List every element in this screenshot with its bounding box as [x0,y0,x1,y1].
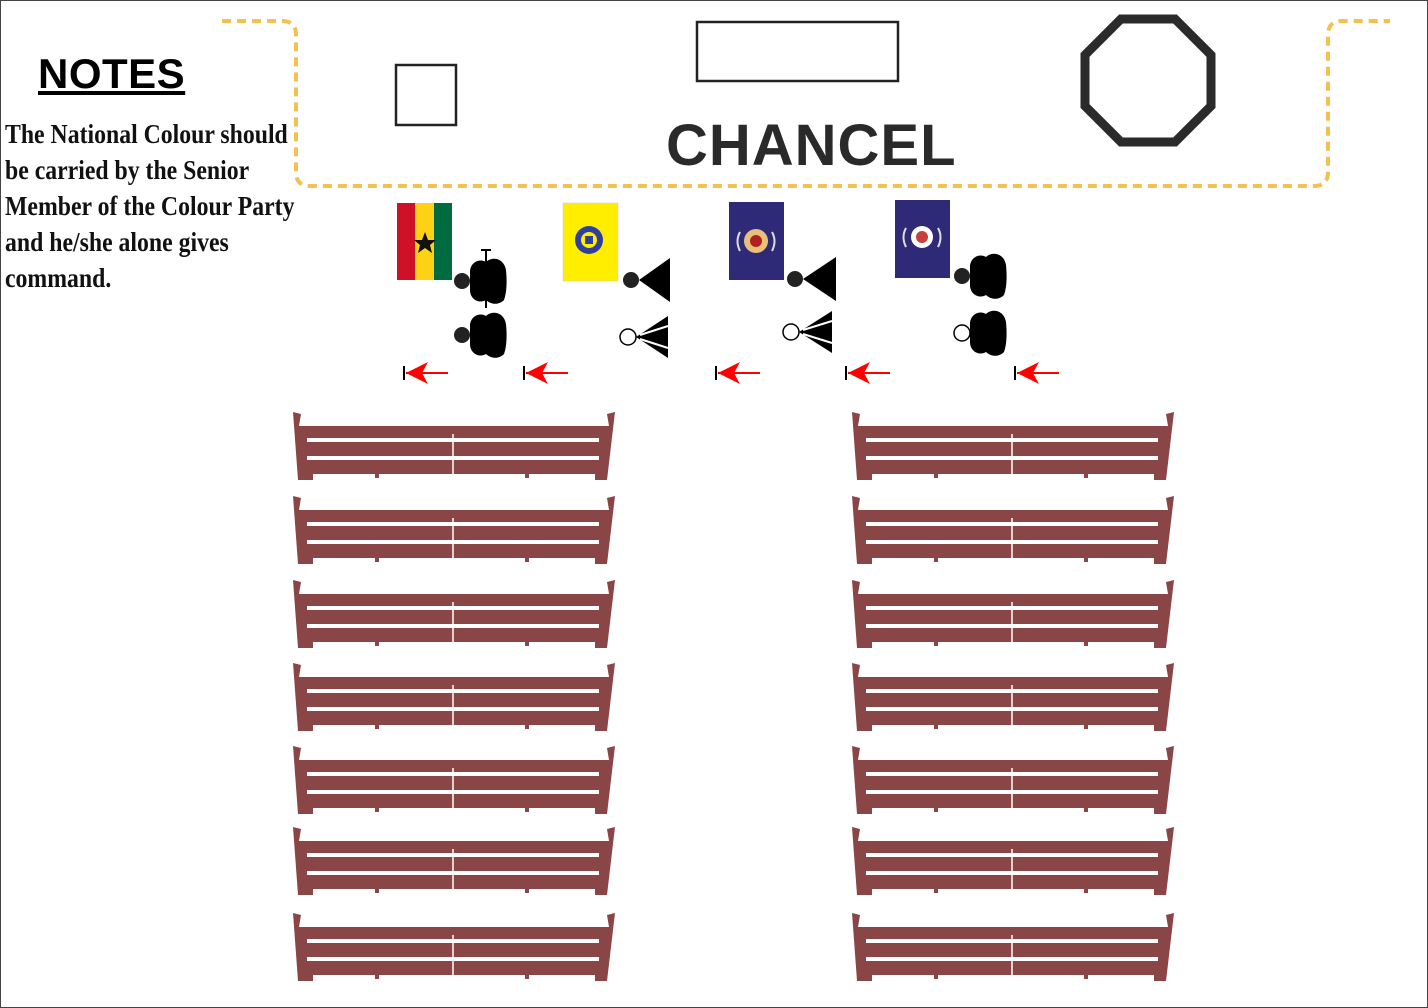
yellow-organization-flag [562,202,619,282]
national-colour-bearer [454,249,507,308]
pew [852,663,1174,731]
ghana-national-flag [397,203,452,280]
colour-bearer-4 [954,253,1007,299]
notes-title: NOTES [38,50,186,97]
pew [293,580,615,648]
black-star-icon [414,232,436,253]
pew-group [293,412,1174,981]
lectern-box [394,63,458,127]
pew [293,746,615,814]
red-arrow-icon [845,362,890,384]
red-arrow-icon [523,362,568,384]
pew [852,496,1174,564]
chancel-boundary [222,19,1390,188]
pew [852,580,1174,648]
pew [293,663,615,731]
pew [293,827,615,895]
pew [293,412,615,480]
pew [293,496,615,564]
notes-text: The National Colour should be carried by… [5,119,295,293]
arrow-group [403,362,1059,384]
red-arrow-icon [403,362,448,384]
red-arrow-icon [715,362,760,384]
chancel-label: CHANCEL [666,113,957,178]
escort-3 [782,311,833,353]
red-arrow-icon [1014,362,1059,384]
escort-4 [953,310,1007,356]
pew [293,913,615,981]
navy-organization-flag [729,202,784,280]
pew [852,913,1174,981]
pew [852,827,1174,895]
colour-bearer-2 [623,258,670,302]
pulpit-octagon [1080,14,1216,147]
national-colour-escort [454,312,507,358]
colour-bearer-3 [787,257,836,301]
altar-table [695,20,900,83]
pew [852,746,1174,814]
navy-organization-flag-2 [895,200,950,278]
escort-2 [619,316,669,358]
pew [852,412,1174,480]
